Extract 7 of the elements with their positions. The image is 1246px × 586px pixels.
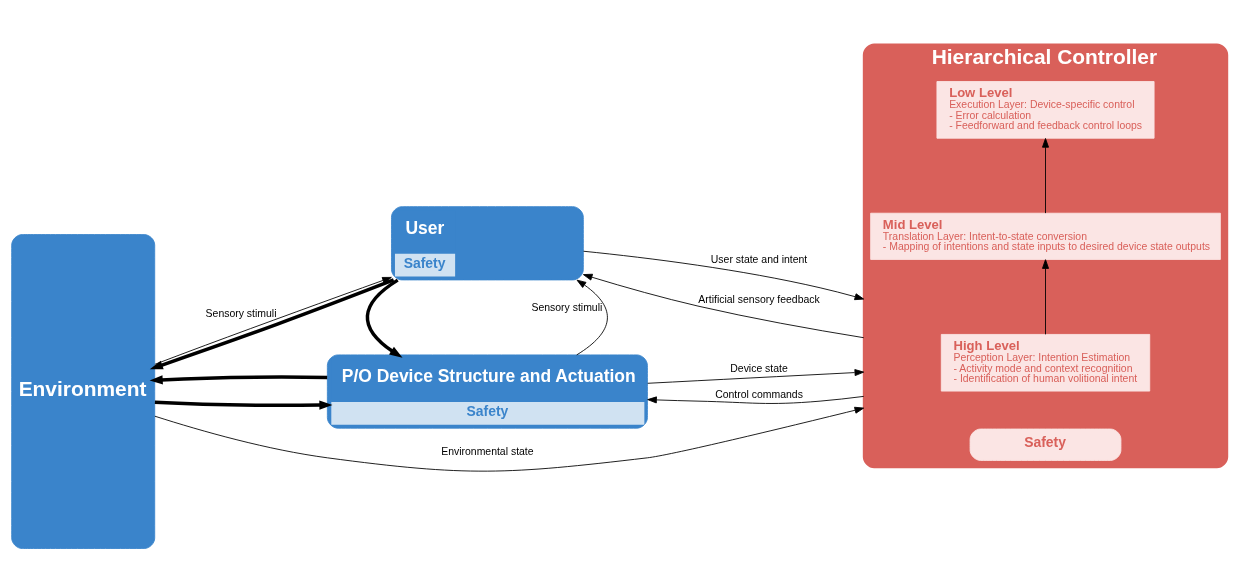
edge-label: Device state [730, 363, 788, 375]
edge-label: User state and intent [710, 254, 808, 265]
edge-label: Sensory stimuli [205, 308, 277, 320]
edge-label: Artificial sensory feedback [698, 294, 820, 306]
edge-label: Control commands [715, 389, 803, 401]
edge-label: Environmental state [441, 445, 534, 457]
edge-label: Sensory stimuli [531, 302, 603, 313]
